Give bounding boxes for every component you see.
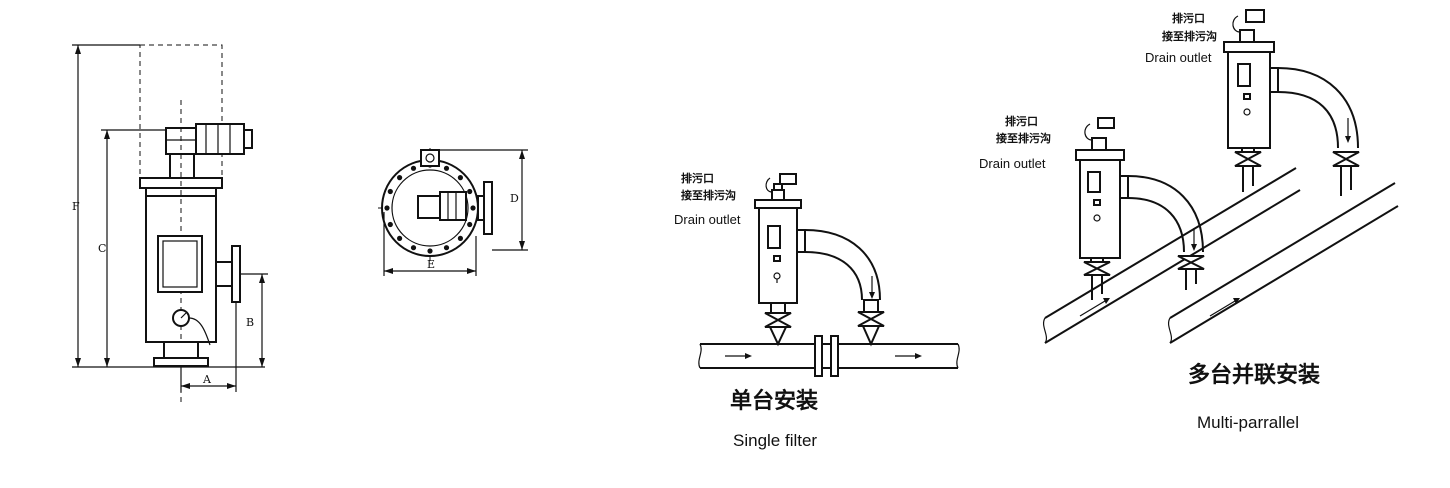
multi-2-drain-label-cn-1: 排污口 [1172, 11, 1205, 25]
bolt-hole [443, 245, 450, 251]
inline-valve [821, 343, 832, 369]
plan-top-nozzle [420, 149, 440, 167]
motor [195, 123, 245, 155]
multi-caption-en: Multi-parrallel [1197, 413, 1299, 432]
sight-window [157, 235, 203, 293]
bolt-hole [467, 221, 473, 228]
bolt-hole [467, 188, 473, 195]
bolt-hole [457, 175, 463, 181]
bolt-holes [384, 162, 476, 254]
single-filter-installation: 排污口 接至排污沟 Drain outlet 单台安装 Single filte… [674, 171, 960, 450]
multi-filter-2-motor [1245, 9, 1265, 23]
bolt-hole [410, 245, 417, 251]
multi-filter-1-valve [1083, 261, 1111, 276]
dimension-label-c: C [98, 242, 106, 255]
bolt-hole [387, 188, 393, 195]
dimension-label-e: E [427, 258, 435, 271]
top-plan-drawing: D E [378, 148, 528, 276]
multi-1-drain-label-en: Drain outlet [979, 156, 1046, 171]
dimension-label-b: B [246, 316, 254, 329]
single-caption-en: Single filter [733, 431, 817, 450]
single-drain-label-cn-2: 接至排污沟 [681, 188, 736, 202]
inlet-flange [153, 357, 209, 367]
single-valve-bottom [764, 312, 792, 328]
bolt-hole [457, 235, 463, 241]
multi-filter-2-valve [1234, 151, 1262, 167]
plan-motor [439, 191, 467, 221]
single-drain-label-en: Drain outlet [674, 212, 741, 227]
multi-parallel-installation: 排污口 接至排污沟 Drain outlet 排污口 接至排污沟 Drain o… [979, 9, 1399, 432]
bolt-hole [410, 165, 417, 171]
bolt-hole [384, 205, 390, 211]
outlet-flange [231, 245, 241, 303]
multi-1-drain-label-cn-2: 接至排污沟 [996, 131, 1051, 145]
bolt-hole [427, 248, 433, 254]
dimension-label-d: D [510, 192, 519, 205]
front-elevation-drawing: F C [72, 44, 268, 405]
bolt-hole [397, 175, 403, 181]
bolt-hole [470, 205, 476, 211]
dimension-label-a: A [202, 373, 212, 386]
single-caption-cn: 单台安装 [730, 388, 818, 414]
bolt-hole [387, 221, 393, 228]
multi-caption-cn: 多台并联安装 [1188, 362, 1320, 388]
multi-filter-1-motor [1097, 117, 1115, 129]
multi-2-drain-label-en: Drain outlet [1145, 50, 1212, 65]
multi-1-drain-label-cn-1: 排污口 [1005, 114, 1038, 128]
multi-2-drain-label-cn-2: 接至排污沟 [1162, 29, 1217, 43]
dimension-label-f: F [72, 200, 80, 213]
plan-outlet-flange [483, 181, 493, 235]
bolt-hole [443, 165, 450, 171]
single-drain-label-cn-1: 排污口 [681, 171, 714, 185]
single-valve-return [857, 311, 885, 327]
single-motor [779, 173, 797, 185]
bolt-hole [397, 235, 403, 241]
